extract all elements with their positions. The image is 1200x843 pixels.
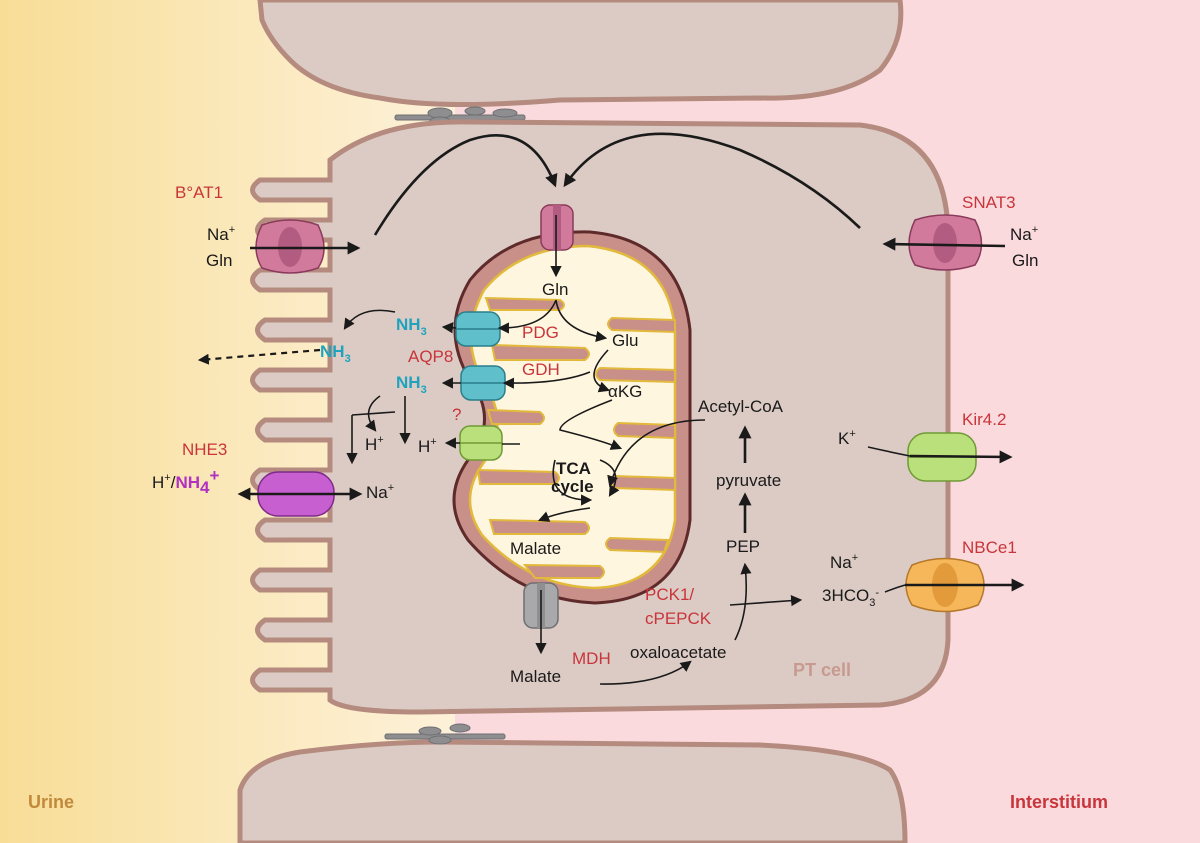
b0at1-label: B°AT1 bbox=[175, 183, 223, 202]
glu-label: Glu bbox=[612, 331, 638, 350]
interstitium-label: Interstitium bbox=[1010, 792, 1108, 812]
aqp8-channel-2 bbox=[460, 365, 506, 401]
gdh-label: GDH bbox=[522, 360, 560, 379]
tca-label-2: cycle bbox=[551, 477, 594, 496]
k-label: K+ bbox=[838, 428, 856, 448]
unknown-transporter-label: ? bbox=[452, 405, 461, 424]
tight-junction-top bbox=[394, 106, 526, 126]
nhe3-label: NHE3 bbox=[182, 440, 227, 459]
mito-h-transporter bbox=[459, 425, 503, 461]
akg-label: αKG bbox=[608, 382, 642, 401]
na-label-nbce1: Na+ bbox=[830, 552, 858, 572]
urine-label: Urine bbox=[28, 792, 74, 812]
snat3-label: SNAT3 bbox=[962, 193, 1016, 212]
cpepck-label: cPEPCK bbox=[645, 609, 712, 628]
na-label-b0at1: Na+ bbox=[207, 224, 235, 244]
na-label-nhe3: Na+ bbox=[366, 482, 394, 502]
h-cyto-label: H+ bbox=[365, 434, 384, 454]
tight-junction-bottom bbox=[384, 723, 506, 745]
pt-cell-label: PT cell bbox=[793, 660, 851, 680]
aqp8-label: AQP8 bbox=[408, 347, 453, 366]
flow-arrows bbox=[197, 132, 1025, 685]
mito-gln-channel bbox=[540, 204, 574, 251]
nh3-label-top: NH3 bbox=[396, 315, 427, 338]
snat3-transporter bbox=[908, 214, 983, 271]
nbce1-label: NBCe1 bbox=[962, 538, 1017, 557]
gln-label-b0at1: Gln bbox=[206, 251, 232, 270]
mdh-label: MDH bbox=[572, 649, 611, 668]
aqp8-channel-1 bbox=[455, 311, 501, 347]
tca-label-1: TCA bbox=[556, 459, 591, 478]
neighbor-cell-top bbox=[257, 0, 904, 108]
b0at1-transporter bbox=[255, 219, 325, 274]
pep-label: PEP bbox=[726, 537, 760, 556]
gln-mito-label: Gln bbox=[542, 280, 568, 299]
nh3-label-lumen: NH3 bbox=[320, 342, 351, 365]
gln-label-snat3: Gln bbox=[1012, 251, 1038, 270]
cristae bbox=[476, 296, 676, 579]
malate-mito-label: Malate bbox=[510, 539, 561, 558]
nh3-label-mid: NH3 bbox=[396, 373, 427, 396]
malate-cyto-label: Malate bbox=[510, 667, 561, 686]
pdg-label: PDG bbox=[522, 323, 559, 342]
na-label-snat3: Na+ bbox=[1010, 224, 1038, 244]
mitochondrion bbox=[452, 230, 692, 605]
h-mito-label: H+ bbox=[418, 436, 437, 456]
pyruvate-label: pyruvate bbox=[716, 471, 781, 490]
pck1-label: PCK1/ bbox=[645, 585, 694, 604]
acetyl-coa-label: Acetyl-CoA bbox=[698, 397, 784, 416]
kir42-label: Kir4.2 bbox=[962, 410, 1006, 429]
neighbor-cell-bottom bbox=[237, 739, 908, 843]
hco3-label: 3HCO3- bbox=[822, 586, 879, 609]
h-nh4-label: H+/NH4+ bbox=[152, 466, 219, 497]
oxaloacetate-label: oxaloacetate bbox=[630, 643, 726, 662]
